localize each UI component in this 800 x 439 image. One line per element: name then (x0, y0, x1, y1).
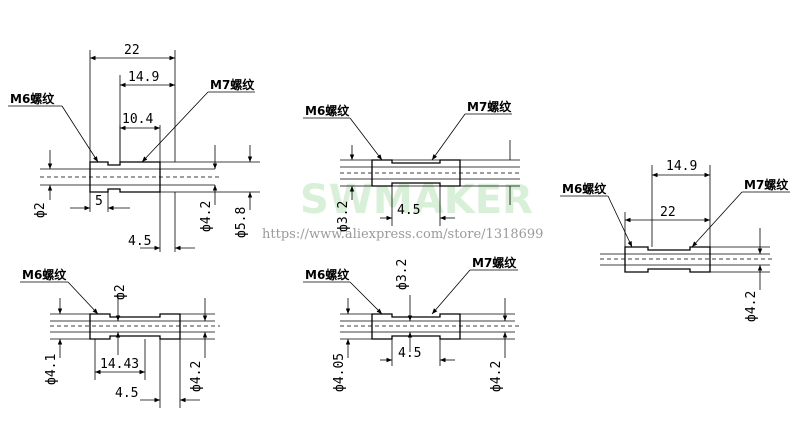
part-a-thread-left-label: M6螺纹 (10, 91, 55, 106)
part-e-diameter-top-3.2: ф3.2 (395, 259, 410, 290)
part-e-thread-left-label: M6螺纹 (305, 267, 350, 282)
part-c-drawing: 14.9 22 ф4.2 M6螺纹 M7螺纹 (560, 159, 790, 322)
part-d-thread-left-label: M6螺纹 (22, 267, 67, 282)
part-d-diameter-4.1: ф4.1 (44, 354, 59, 385)
part-a-length-4.5: 4.5 (128, 234, 151, 249)
part-b-length-4.5: 4.5 (397, 203, 420, 218)
part-d-length-4.5: 4.5 (115, 386, 138, 401)
part-a-diameter-2: ф2 (33, 202, 48, 218)
part-e-drawing: ф3.2 4.5 ф4.05 ф4.2 M6螺纹 M7螺纹 (303, 255, 520, 392)
part-a-diameter-5.8: ф5.8 (234, 207, 249, 238)
part-a-diameter-4.2: ф4.2 (199, 201, 214, 232)
part-c-thread-right-label: M7螺纹 (744, 177, 789, 192)
part-c-thread-left-label: M6螺纹 (562, 181, 607, 196)
part-d-length-14.43: 14.43 (100, 357, 139, 372)
part-d-diameter-4.2: ф4.2 (189, 361, 204, 392)
part-d-diameter-top-2: ф2 (113, 284, 128, 300)
part-c-length-22: 22 (660, 205, 676, 220)
part-e-body (371, 313, 461, 340)
part-e-length-4.5: 4.5 (398, 346, 421, 361)
part-c-diameter-4.2: ф4.2 (744, 291, 759, 322)
part-a-length-14.9: 14.9 (128, 70, 159, 85)
part-d-drawing: ф2 14.43 4.5 ф4.1 ф4.2 M6螺纹 (20, 267, 220, 408)
part-b-thread-left-label: M6螺纹 (305, 103, 350, 118)
part-b-diameter-3.2: ф3.2 (336, 201, 351, 232)
watermark-brand: SWMAKER (300, 177, 533, 223)
part-c-body (624, 246, 711, 273)
part-b-thread-right-label: M7螺纹 (467, 99, 512, 114)
part-a-length-22: 22 (124, 43, 140, 58)
part-a-length-5: 5 (95, 194, 103, 209)
part-a-drawing: 22 14.9 10.4 5 4.5 ф2 ф4.2 ф5.8 M6螺纹 M7 (8, 43, 260, 252)
part-e-diameter-4.2: ф4.2 (489, 361, 504, 392)
part-a-thread-right-label: M7螺纹 (210, 77, 255, 92)
part-b-drawing: 4.5 ф3.2 M6螺纹 M7螺纹 (303, 99, 520, 232)
part-e-diameter-4.05: ф4.05 (332, 353, 347, 392)
part-e-thread-right-label: M7螺纹 (472, 255, 517, 270)
part-a-length-10.4: 10.4 (122, 112, 153, 127)
part-c-length-14.9: 14.9 (666, 159, 697, 174)
part-d-body (89, 313, 181, 340)
watermark-url: https://www.aliexpress.com/store/1318699 (262, 227, 543, 242)
